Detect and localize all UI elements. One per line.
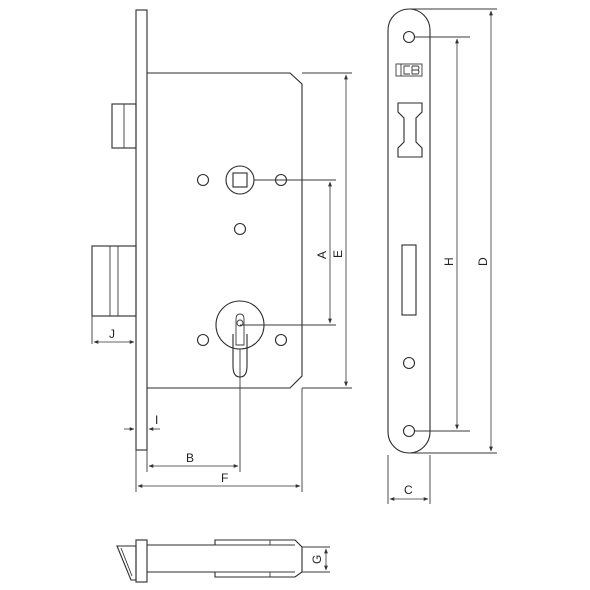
label-a: A (315, 251, 329, 259)
label-e: E (331, 250, 345, 258)
dead-bolt (91, 245, 137, 317)
keyway (235, 313, 245, 346)
brand-logo (395, 63, 423, 77)
label-h: H (442, 257, 456, 266)
label-c: C (404, 483, 413, 497)
top-view: G (116, 539, 330, 583)
latch-opening (397, 102, 423, 158)
label-g: G (310, 555, 324, 564)
label-d: D (476, 257, 490, 266)
top-faceplate (135, 539, 148, 583)
screw-hole (402, 30, 416, 44)
label-i: I (155, 413, 158, 427)
fixing-hole (233, 222, 247, 236)
spindle-square (232, 172, 248, 188)
fixing-hole (196, 173, 210, 187)
faceplate (135, 9, 148, 451)
cylinder-hole (274, 333, 288, 347)
label-j: J (109, 327, 115, 341)
top-case (147, 539, 303, 578)
screw-hole (402, 356, 416, 370)
bolt-opening (401, 244, 417, 316)
forend-plate (387, 8, 431, 454)
follower-hub (225, 165, 255, 195)
screw-hole (402, 424, 416, 438)
side-view: H D C (387, 8, 497, 504)
label-b: B (186, 451, 194, 465)
front-view: A E J I B F (91, 9, 352, 492)
cylinder-hole (196, 333, 210, 347)
label-f: F (221, 471, 228, 485)
lock-case (147, 72, 303, 389)
